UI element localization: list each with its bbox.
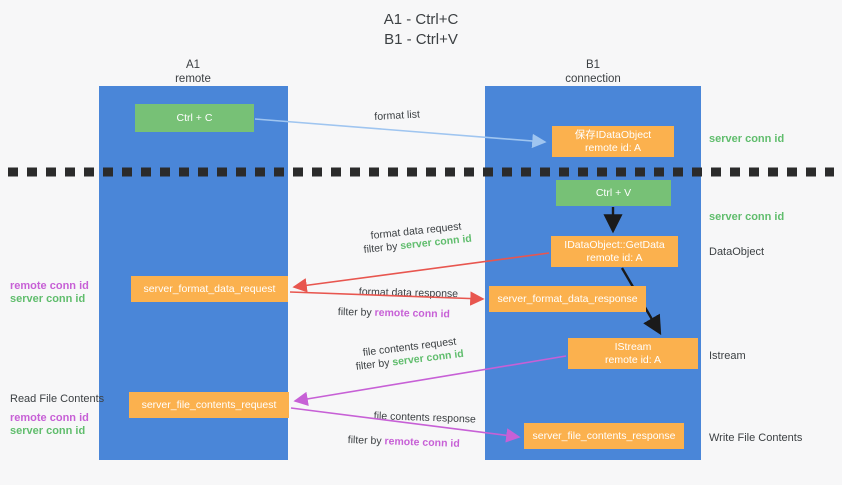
title-line-2: B1 - Ctrl+V	[384, 31, 458, 48]
label-right-data-object: DataObject	[709, 246, 765, 258]
node-ctrl-v[interactable]: Ctrl + V	[556, 180, 671, 206]
arrow-file-contents-response	[290, 407, 521, 443]
arrow-file-contents-request	[293, 355, 567, 407]
lane-b1-subtitle: connection	[565, 73, 621, 85]
node-get-data-remote-id: remote id: A	[586, 251, 643, 264]
label-left-server-conn-id-2: server conn id	[10, 425, 86, 437]
title-line-1: A1 - Ctrl+C	[383, 11, 459, 28]
node-server-format-data-request-label: server_format_data_request	[143, 282, 276, 295]
label-right-server-conn-id-1: server conn id	[709, 133, 785, 145]
node-get-data[interactable]: IDataObject::GetData remote id: A	[551, 236, 678, 267]
label-left-remote-conn-id-2: remote conn id	[10, 412, 89, 424]
node-set-clipboard[interactable]: 保存IDataObject remote id: A	[552, 126, 674, 157]
label-right-server-conn-id-2: server conn id	[709, 211, 785, 223]
node-server-format-data-request[interactable]: server_format_data_request	[131, 276, 288, 302]
node-server-file-contents-request[interactable]: server_file_contents_request	[129, 392, 289, 418]
node-istream-remote-id: remote id: A	[604, 353, 662, 366]
arrow-format-data-response	[289, 291, 485, 306]
arrow-format-data-request	[292, 252, 550, 293]
label-right-istream: Istream	[709, 350, 746, 362]
node-server-file-contents-response[interactable]: server_file_contents_response	[524, 423, 684, 449]
node-server-format-data-response[interactable]: server_format_data_response	[489, 286, 646, 312]
label-left-read-file-contents: Read File Contents	[10, 393, 105, 405]
node-set-clipboard-remote-id: remote id: A	[584, 141, 642, 154]
node-server-format-data-response-label: server_format_data_response	[497, 292, 638, 305]
diagram-title: A1 - Ctrl+C B1 - Ctrl+V	[0, 10, 842, 50]
lane-a1-name: A1	[185, 59, 201, 71]
node-ctrl-c-label: Ctrl + C	[176, 111, 213, 124]
lane-a1-subtitle: remote	[175, 73, 211, 85]
node-ctrl-c[interactable]: Ctrl + C	[135, 104, 254, 132]
arrow-format-list	[254, 118, 547, 149]
node-get-data-label: IDataObject::GetData	[564, 239, 665, 251]
label-right-write-file-contents: Write File Contents	[709, 432, 803, 444]
label-left-server-conn-id-1: server conn id	[10, 293, 86, 305]
lane-b1-name: B1	[585, 59, 601, 71]
node-istream-label: IStream	[614, 341, 652, 353]
node-server-file-contents-request-label: server_file_contents_request	[141, 398, 277, 411]
node-set-clipboard-label: 保存IDataObject	[574, 129, 652, 141]
node-istream[interactable]: IStream remote id: A	[568, 338, 698, 369]
node-server-file-contents-response-label: server_file_contents_response	[532, 429, 676, 442]
node-ctrl-v-label: Ctrl + V	[595, 186, 632, 199]
label-left-remote-conn-id-1: remote conn id	[10, 280, 89, 292]
lane-header-a1: A1 remote	[93, 58, 293, 86]
lane-header-b1: B1 connection	[493, 58, 693, 86]
